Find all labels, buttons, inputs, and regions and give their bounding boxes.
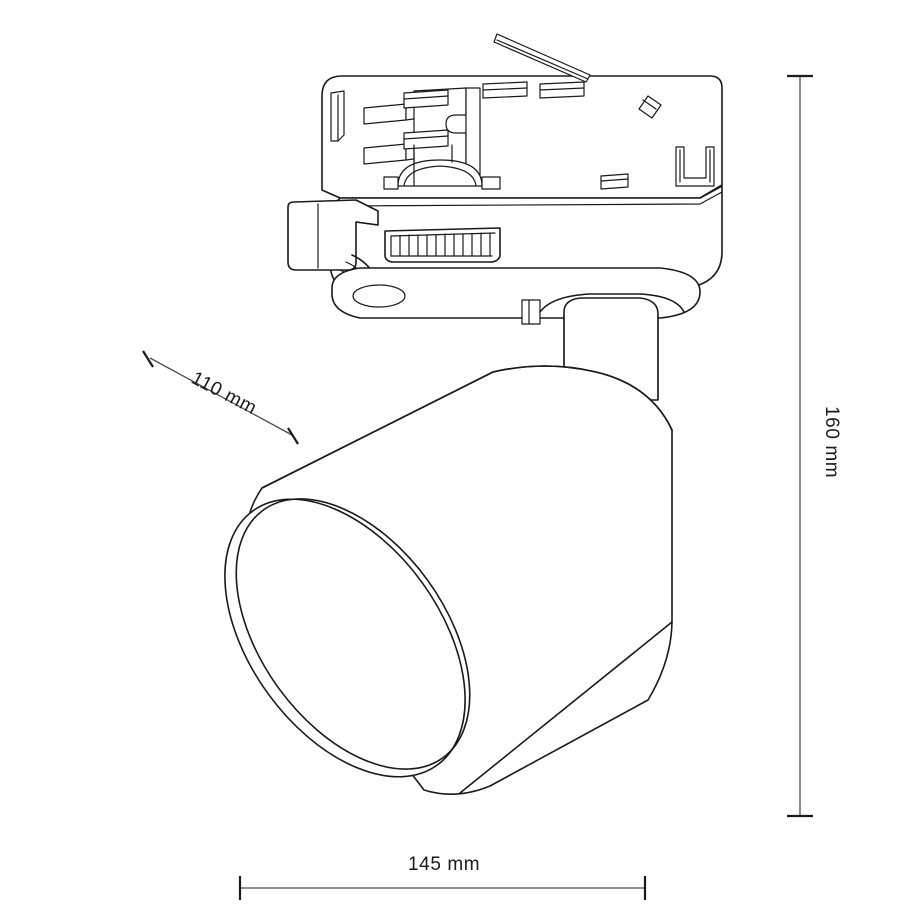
depth-dim-tick-end	[287, 427, 299, 445]
release-lever-arm	[493, 33, 591, 83]
center-tab-line	[600, 178, 629, 182]
adapter-body-seam	[342, 191, 723, 207]
track-adapter-body	[287, 33, 723, 401]
u-shaped-bracket	[675, 146, 715, 187]
dimension-width-145mm: 145 mm	[238, 854, 647, 900]
top-vent-cutouts	[482, 81, 585, 99]
height-dim-label: 160 mm	[821, 406, 842, 478]
dimension-height-160mm: 160 mm	[787, 74, 842, 818]
width-dim-label: 145 mm	[408, 854, 480, 875]
depth-dim-line	[149, 357, 293, 436]
lamp-head-top-edge	[261, 371, 494, 489]
lamp-aperture-outer-ring	[224, 498, 466, 778]
collar-oval-hole	[352, 284, 406, 308]
depth-dim-label: 110 mm	[188, 368, 261, 419]
knurled-grip-strip	[384, 227, 501, 263]
lamp-head-rear-cap	[492, 365, 673, 431]
diamond-marking	[638, 95, 662, 119]
depth-dim-tick-start	[142, 350, 154, 368]
dimension-depth-110mm: 110 mm	[142, 350, 299, 445]
electrical-contact-block	[363, 87, 501, 190]
lamp-aperture-inner-ring	[235, 498, 471, 770]
lamp-head-bottom-edge	[459, 621, 673, 794]
cylindrical-lamp-head	[224, 365, 673, 795]
center-bottom-tab	[600, 173, 629, 190]
collar-notch	[521, 299, 541, 325]
